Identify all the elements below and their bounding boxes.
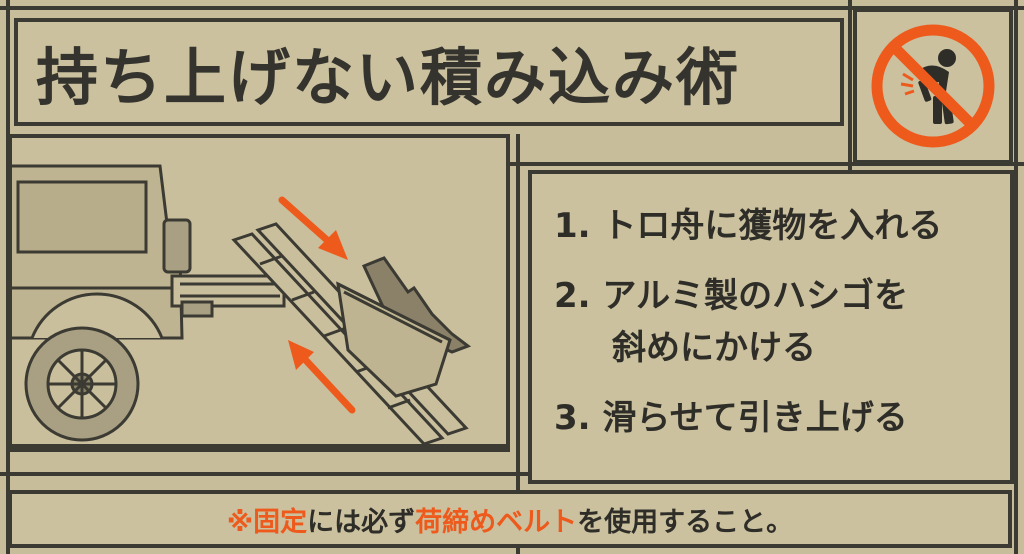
- step-1: 1. トロ舟に獲物を入れる: [554, 200, 1010, 252]
- note-highlight-belt: 荷締めベルト: [415, 506, 578, 538]
- step-number: 2.: [554, 276, 591, 316]
- steps-panel: 1. トロ舟に獲物を入れる 2. アルミ製のハシゴを 斜めにかける 3. 滑らせ…: [528, 170, 1014, 484]
- title-banner: 持ち上げない積み込み術: [14, 18, 844, 126]
- note-highlight-fixing: 固定: [253, 506, 308, 538]
- safety-note: ※固定には必ず荷締めベルトを使用すること。: [8, 490, 1012, 548]
- page-title: 持ち上げない積み込み術: [36, 41, 741, 114]
- step-text: 滑らせて引き上げる: [602, 398, 908, 438]
- note-tail: を使用すること。: [577, 506, 794, 538]
- step-2: 2. アルミ製のハシゴを 斜めにかける: [554, 270, 1010, 374]
- note-middle: には必ず: [307, 506, 416, 538]
- arrow-down-right: [318, 230, 348, 260]
- step-text: アルミ製のハシゴを: [602, 276, 909, 316]
- note-text: ※固定には必ず荷締めベルトを使用すること。: [227, 500, 793, 539]
- warning-icon-box: [853, 8, 1013, 164]
- no-lifting-icon: [871, 24, 995, 148]
- step-number: 1.: [554, 206, 591, 246]
- note-prefix: ※: [226, 506, 254, 538]
- step-text-continued: 斜めにかける: [612, 328, 816, 368]
- loading-illustration: [8, 134, 510, 452]
- step-text: トロ舟に獲物を入れる: [602, 206, 943, 246]
- step-3: 3. 滑らせて引き上げる: [554, 392, 1010, 444]
- arrow-up-left: [288, 340, 314, 370]
- step-number: 3.: [554, 398, 591, 438]
- truck-ladder-illustration: [12, 164, 506, 448]
